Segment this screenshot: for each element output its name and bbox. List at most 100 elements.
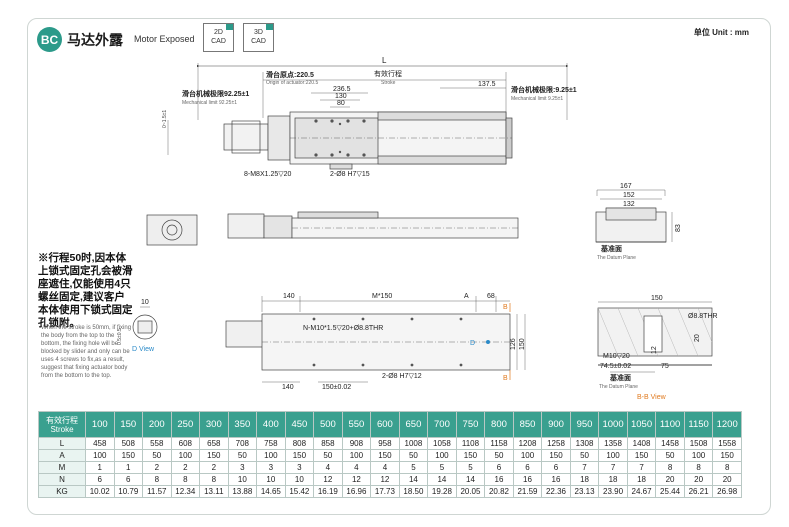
spec-cell: 50 [313,449,343,462]
spec-cell: 10 [256,473,286,486]
stroke-value: 800 [484,411,514,438]
stroke-value: 650 [398,411,429,438]
spec-cell: 1558 [712,437,742,450]
spec-cell: 10.02 [85,485,115,498]
dim-152: 152 [623,192,635,199]
stroke-value: 100 [85,411,115,438]
spec-cell: 12.34 [170,485,201,498]
spec-cell: 808 [284,437,315,450]
limit-right-cn: 滑台机械极限:9.25±1 [511,85,577,94]
datum-cn-1: 基准面 [600,244,622,253]
stroke-value: 750 [455,411,486,438]
stroke-value: 600 [370,411,400,438]
stroke-value: 1000 [598,411,628,438]
spec-cell: 50 [569,449,600,462]
bb-20: 20 [694,334,701,342]
stroke-header-cn: 有效行程 [46,415,78,425]
unit-label: 单位 Unit : mm [693,28,749,37]
spec-cell: 16 [512,473,543,486]
spec-cell: 1158 [484,437,514,450]
spec-cell: 150 [712,449,742,462]
stroke-value: 1100 [655,411,685,438]
stroke-note-cn: ※行程50时,因本体上锁式固定孔会被滑座遮住,仅能使用4只螺丝固定,建议客户本体… [38,252,133,329]
spec-cell: 16.19 [313,485,343,498]
cad-2d-label: 2D [214,29,223,36]
spec-cell: 20 [712,473,742,486]
nut-note: N-M10*1.5▽20+Ø8.8THR [303,325,383,332]
spec-cell: 1308 [569,437,600,450]
pin-note-bottom: 2-Ø8 H7▽12 [382,373,422,380]
spec-cell: 2 [199,461,229,474]
spec-cell: 25.44 [655,485,685,498]
spec-cell: 150 [370,449,400,462]
cad-2d-button[interactable]: 2D CAD [203,23,234,52]
spec-cell: 12 [370,473,400,486]
dim-140-bottom: 140 [282,384,294,391]
spec-cell: 100 [598,449,628,462]
spec-cell: 10 [227,473,258,486]
spec-cell: 20 [655,473,685,486]
cad-3d-button[interactable]: 3D CAD [243,23,274,52]
spec-row-label: KG [38,485,86,498]
dim-167: 167 [620,183,632,190]
bb-745: 74.5±0.02 [600,363,631,370]
spec-cell: 1108 [455,437,486,450]
spec-cell: 23.90 [598,485,628,498]
title-en: Motor Exposed [134,34,195,44]
spec-cell: 50 [484,449,514,462]
stroke-value: 550 [341,411,372,438]
stroke-value: 200 [142,411,172,438]
dim-80: 80 [337,100,345,107]
dim-m150: M*150 [372,293,392,300]
spec-cell: 26.21 [683,485,714,498]
spec-cell: 19.28 [427,485,457,498]
datum-en-1: The Datum Plane [597,255,636,261]
spec-cell: 8 [199,473,229,486]
dim-137-5: 137.5 [478,81,496,88]
cad-flag-icon [226,24,233,30]
spec-cell: 6 [541,461,571,474]
spec-cell: 100 [170,449,201,462]
spec-cell: 2 [142,461,172,474]
spec-cell: 4 [370,461,400,474]
limit-left-cn: 滑台机械极限92.25±1 [182,89,249,98]
spec-cell: 758 [256,437,286,450]
spec-cell: 7 [569,461,600,474]
spec-cell: 6 [512,461,543,474]
spec-cell: 8 [655,461,685,474]
spec-cell: 10.79 [113,485,144,498]
d-view-10: 10 [141,299,149,306]
bb-thr: Ø8.8THR [688,313,718,320]
mark-b-top: B [503,304,508,311]
spec-cell: 150 [284,449,315,462]
stroke-value: 950 [569,411,600,438]
dim-small-a: 0~1.5±1 [162,110,168,128]
spec-cell: 21.59 [512,485,543,498]
spec-cell: 858 [313,437,343,450]
spec-cell: 150 [541,449,571,462]
bb-150: 150 [651,295,663,302]
bottom-view [225,296,526,383]
limit-right-en: Mechanical limit 9.25±1 [511,96,563,102]
stroke-cn: 有效行程 [374,69,402,78]
spec-cell: 20 [683,473,714,486]
spec-cell: 558 [142,437,172,450]
cad-3d-label: 3D [254,29,263,36]
stroke-value: 150 [113,411,144,438]
stroke-value: 850 [512,411,543,438]
stroke-note-en: When the stroke is 50mm, if fixing the b… [41,325,132,379]
pin-note-top: 2-Ø8 H7▽15 [330,171,370,178]
series-badge: BC [37,27,62,52]
spec-cell: 14 [455,473,486,486]
spec-cell: 20.82 [484,485,514,498]
stroke-value: 250 [170,411,201,438]
stroke-value: 350 [227,411,258,438]
spec-cell: 18.50 [398,485,429,498]
dim-236-5: 236.5 [333,86,351,93]
d-view-small: 0.5±0.5 [117,328,123,345]
datum-cn-2: 基准面 [609,373,631,382]
